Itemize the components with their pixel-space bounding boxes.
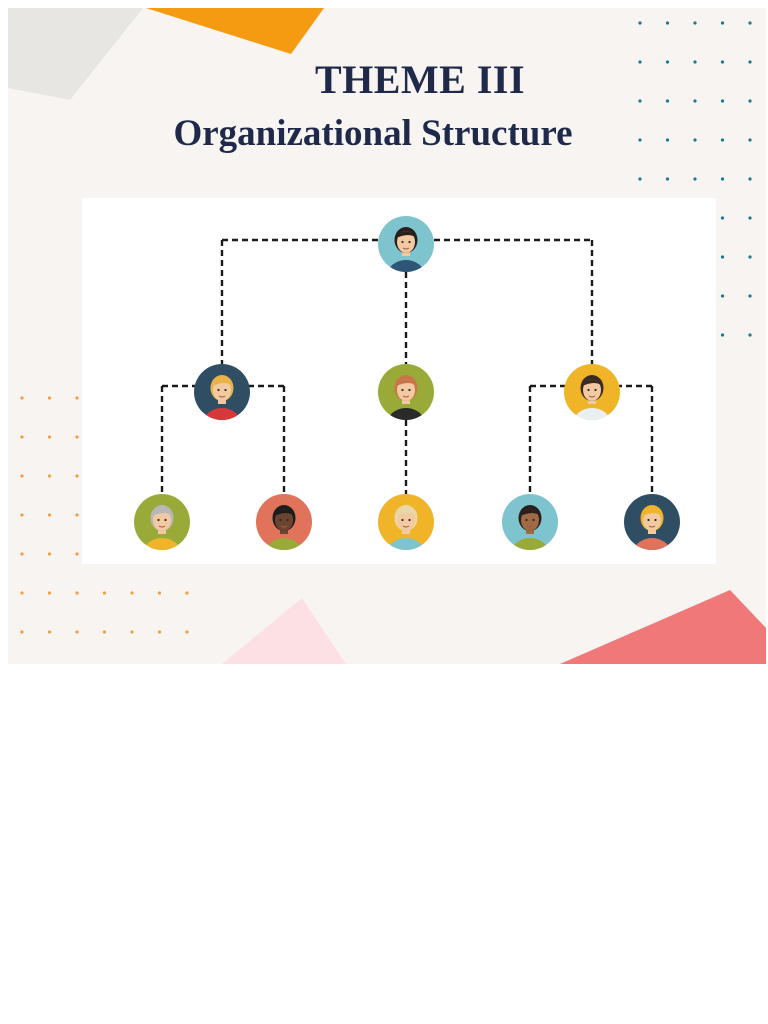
orange-dot	[185, 591, 189, 595]
orange-dot	[75, 396, 79, 400]
employee-avatar-icon	[378, 364, 434, 420]
orange-dot	[20, 591, 24, 595]
teal-dot	[720, 21, 725, 25]
orange-dot	[47, 435, 52, 439]
teal-dot	[665, 177, 670, 181]
orange-dot-grid-bottom	[20, 591, 189, 634]
orange-dot	[185, 630, 189, 634]
orange-dot	[20, 474, 24, 478]
teal-dot	[638, 60, 642, 64]
teal-dot	[665, 21, 670, 25]
orange-dot	[102, 591, 107, 595]
teal-dot	[748, 216, 752, 220]
orange-dot	[157, 630, 162, 634]
teal-dot	[693, 99, 697, 103]
orange-dot	[75, 513, 79, 517]
org-node-l3c	[378, 494, 434, 550]
teal-dot	[638, 21, 642, 25]
teal-dot	[693, 21, 697, 25]
orange-dot	[75, 474, 79, 478]
teal-dot	[720, 99, 725, 103]
pink-triangle-shape	[222, 598, 346, 664]
teal-dot	[720, 60, 725, 64]
org-chart-panel	[82, 198, 716, 564]
teal-dot	[665, 99, 670, 103]
orange-dot	[20, 435, 24, 439]
org-chart-nodes	[134, 216, 680, 550]
teal-dot	[720, 138, 725, 142]
org-node-l2c	[564, 364, 620, 420]
employee-avatar-icon	[134, 494, 190, 550]
org-node-l2a	[194, 364, 250, 420]
orange-dot	[75, 552, 79, 556]
orange-dot	[20, 513, 24, 517]
orange-dot	[47, 474, 52, 478]
org-node-l3b	[256, 494, 312, 550]
org-node-l3a	[134, 494, 190, 550]
employee-avatar-icon	[256, 494, 312, 550]
teal-dot	[693, 138, 697, 142]
orange-dot	[47, 591, 52, 595]
orange-dot	[75, 630, 79, 634]
teal-dot	[748, 21, 752, 25]
teal-dot	[693, 177, 697, 181]
employee-avatar-icon	[624, 494, 680, 550]
teal-dot	[748, 333, 752, 337]
manager-avatar-icon	[378, 216, 434, 272]
orange-dot-grid-left	[20, 396, 79, 556]
teal-dot	[748, 60, 752, 64]
orange-dot	[130, 630, 134, 634]
orange-dot	[157, 591, 162, 595]
employee-avatar-icon	[194, 364, 250, 420]
slide: THEME III Organizational Structure	[8, 8, 766, 664]
orange-dot	[102, 630, 107, 634]
orange-dot	[47, 513, 52, 517]
employee-avatar-icon	[502, 494, 558, 550]
teal-dot	[665, 60, 670, 64]
teal-dot	[638, 99, 642, 103]
teal-dot	[720, 294, 725, 298]
teal-dot	[748, 255, 752, 259]
decorations	[8, 8, 766, 664]
org-node-l2b	[378, 364, 434, 420]
teal-dot	[665, 138, 670, 142]
orange-banner-shape	[146, 8, 324, 54]
org-chart-connectors	[160, 238, 654, 494]
orange-dot	[47, 396, 52, 400]
employee-avatar-icon	[564, 364, 620, 420]
teal-dot	[693, 60, 697, 64]
teal-dot	[720, 177, 725, 181]
orange-dot	[47, 552, 52, 556]
orange-dot	[20, 396, 24, 400]
teal-dot	[638, 138, 642, 142]
teal-dot	[638, 177, 642, 181]
orange-dot	[75, 591, 79, 595]
gray-corner-shape	[8, 8, 143, 100]
orange-dot	[75, 435, 79, 439]
slide-title: THEME III	[314, 57, 526, 102]
coral-triangle-shape	[560, 590, 766, 664]
org-node-root	[378, 216, 434, 272]
teal-dot	[720, 216, 725, 220]
teal-dot	[748, 138, 752, 142]
orange-dot	[20, 552, 24, 556]
org-node-l3d	[502, 494, 558, 550]
teal-dot	[720, 255, 725, 259]
orange-dot	[47, 630, 52, 634]
orange-dot	[130, 591, 134, 595]
employee-avatar-icon	[378, 494, 434, 550]
orange-dot	[20, 630, 24, 634]
teal-dot	[720, 333, 725, 337]
slide-subtitle: Organizational Structure	[173, 113, 573, 154]
teal-dot	[748, 294, 752, 298]
org-node-l3e	[624, 494, 680, 550]
teal-dot	[748, 99, 752, 103]
org-chart	[134, 216, 680, 550]
teal-dot	[748, 177, 752, 181]
